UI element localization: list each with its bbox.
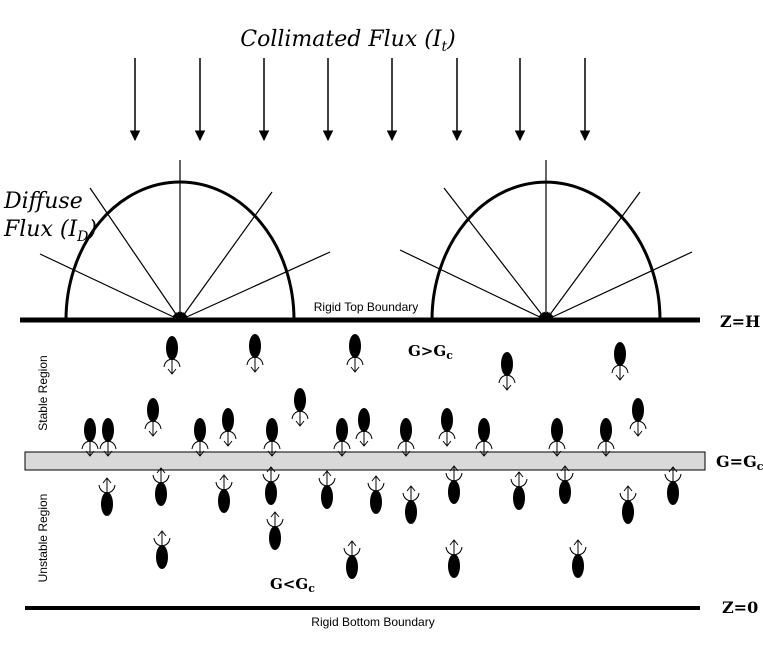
g-lower-label: G<Gc [270,575,315,595]
microorganism-swimming-up [445,539,463,578]
microorganism-swimming-up [619,485,637,524]
microorganism-swimming-down [597,418,615,457]
diffuse-hemisphere-right [399,160,693,321]
microorganism-swimming-down [548,418,566,457]
microorganism-swimming-down [219,408,237,447]
microorganism-swimming-down [191,418,209,457]
microorganism-swimming-down [333,418,351,457]
rigid-bottom-boundary-label: Rigid Bottom Boundary [311,615,434,629]
microorganism-swimming-up [664,466,682,505]
microorganism-swimming-up [266,511,284,550]
unstable-region-label: Unstable Region [36,494,50,583]
stable-region-label: Stable Region [36,355,50,430]
microorganism-swimming-down [355,408,373,447]
microorganism-swimming-up [367,475,385,514]
microorganism-swimming-down [99,418,117,457]
g-critical-label: G=Gc [716,452,763,473]
microorganism-swimming-up [569,539,587,578]
microorganism-swimming-up [98,477,116,516]
microorganism-swimming-down [629,398,647,437]
critical-gravity-band [24,451,706,471]
g-upper-label: G>Gc [408,342,453,362]
microorganism-swimming-down [438,408,456,447]
rigid-top-boundary-label: Rigid Top Boundary [314,300,419,314]
diffuse-flux-label: Diffuse [3,189,83,214]
microorganism-swimming-down [81,418,99,457]
microorganism-swimming-up [556,465,574,504]
collimated-flux-label: Collimated Flux (It) [240,27,455,55]
microorganism-swimming-down [144,398,162,437]
collimated-arrows [129,58,591,142]
microorganism-swimming-up [318,470,336,509]
microorganism-swimming-down [397,418,415,457]
z-bottom-label: Z=0 [722,598,758,617]
microorganism-swimming-up [402,485,420,524]
microorganism-swimming-up [262,466,280,505]
microorganism-swimming-down [611,342,629,381]
microorganism-swimming-down [263,418,281,457]
diffuse-hemisphere-left [39,160,331,321]
microorganism-swimming-down [291,388,309,427]
microorganism-swimming-down [346,334,364,373]
diffuse-flux-label-line2: Flux (ID) [3,217,97,245]
microorganism-swimming-down [163,336,181,375]
microorganism-swimming-up [215,474,233,513]
microorganism-swimming-down [498,352,516,391]
microorganism-swimming-down [246,334,264,373]
z-top-label: Z=H [720,312,760,331]
microorganism-swimming-up [343,540,361,579]
microorganisms [81,334,682,579]
microorganism-swimming-up [152,467,170,506]
microorganism-swimming-up [153,530,171,569]
microorganism-swimming-down [475,418,493,457]
microorganism-swimming-up [510,471,528,510]
microorganism-swimming-up [445,465,463,504]
